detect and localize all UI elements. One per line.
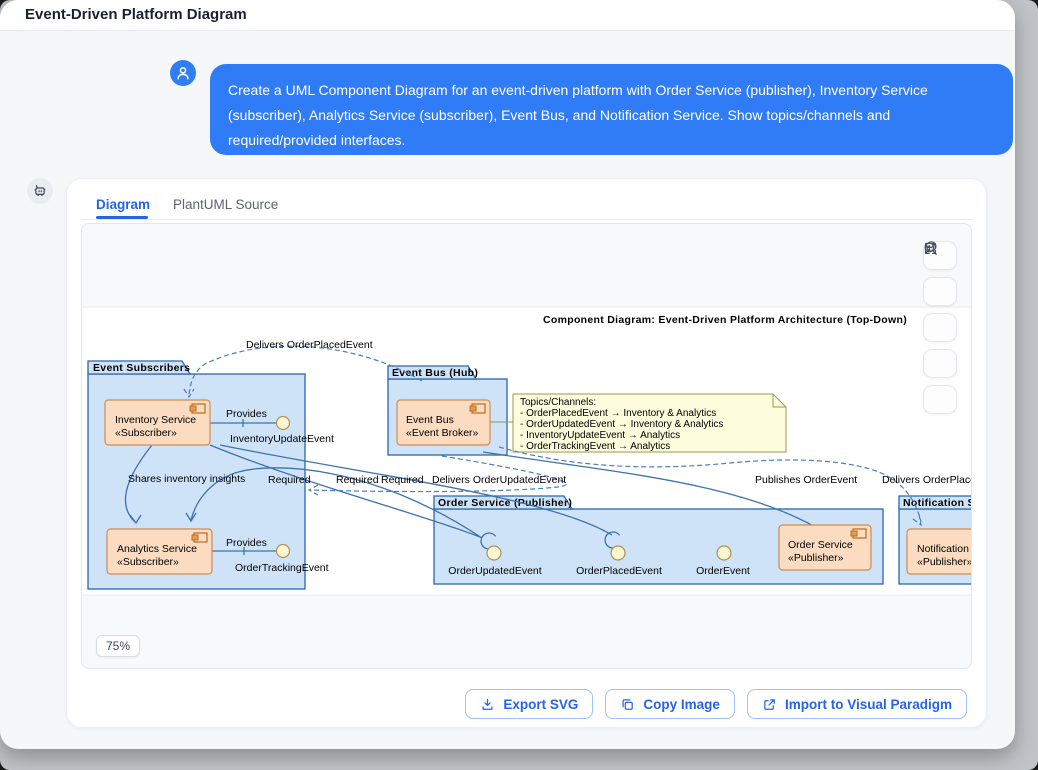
- zoom-in-button[interactable]: [923, 241, 957, 270]
- tab-divider: [81, 219, 972, 220]
- component-name: Analytics Service: [117, 543, 197, 555]
- interface-circle: [486, 545, 502, 561]
- solid-edges: [124, 419, 818, 555]
- edge-label: Delivers OrderUpdatedEvent: [432, 474, 566, 486]
- expand-button[interactable]: [923, 242, 957, 378]
- note-line: - OrderUpdatedEvent → Inventory & Analyt…: [520, 419, 723, 430]
- interface-circle: [716, 545, 732, 561]
- component-stereotype: «Subscriber»: [117, 556, 179, 568]
- component-stereotype: «Subscriber»: [115, 427, 177, 439]
- page-title: Event-Driven Platform Diagram: [25, 6, 247, 23]
- edge-label: Delivers OrderPlaced: [882, 474, 972, 486]
- diagram-title: Component Diagram: Event-Driven Platform…: [543, 314, 907, 326]
- component-name: Event Bus: [406, 414, 454, 426]
- note-line: - InventoryUpdateEvent → Analytics: [520, 430, 680, 441]
- fullscreen-button[interactable]: [923, 242, 957, 414]
- component-stereotype: «Publisher»: [917, 556, 972, 568]
- component-icon: [191, 534, 199, 541]
- arrowhead: [307, 484, 319, 496]
- component-inventory-service: Inventory Service «Subscriber»: [104, 399, 211, 446]
- edge-label: Provides: [226, 537, 267, 549]
- download-icon: [482, 698, 493, 710]
- component-stereotype: «Event Broker»: [406, 427, 479, 439]
- interface-label: OrderEvent: [696, 565, 750, 577]
- edge-label: Publishes OrderEvent: [755, 474, 857, 486]
- component-event-bus: Event Bus «Event Broker»: [396, 399, 491, 446]
- arrowhead: [185, 512, 197, 523]
- component-analytics-service: Analytics Service «Subscriber»: [106, 528, 213, 575]
- message-line: required/provided interfaces.: [228, 132, 406, 148]
- component-notification-service: Notification «Publisher»: [906, 528, 972, 575]
- app-header: Event-Driven Platform Diagram: [0, 0, 1015, 31]
- import-visual-paradigm-button[interactable]: Import to Visual Paradigm: [746, 689, 967, 719]
- copy-icon: [622, 698, 634, 710]
- component-name: Notification: [917, 543, 969, 555]
- edge-labels: Delivers OrderPlacedEvent Provides Provi…: [128, 339, 972, 549]
- bot-avatar: [27, 178, 53, 204]
- note-line: Topics/Channels:: [520, 397, 596, 408]
- component-icon: [189, 405, 197, 412]
- fullscreen-icon: [924, 242, 937, 255]
- package-label: Notification S: [903, 497, 972, 509]
- diagram-canvas[interactable]: Component Diagram: Event-Driven Platform…: [81, 223, 972, 669]
- interface-circle: [275, 415, 291, 431]
- copy-image-label: Copy Image: [643, 696, 720, 712]
- copy-image-button[interactable]: Copy Image: [605, 689, 735, 719]
- arrowhead: [129, 514, 142, 525]
- component-icon: [469, 405, 477, 412]
- note-line: - OrderPlacedEvent → Inventory & Analyti…: [520, 408, 716, 419]
- uml-component-diagram: Component Diagram: Event-Driven Platform…: [82, 306, 972, 596]
- card-footer: Export SVG Copy Image Import to Visual P…: [465, 689, 967, 719]
- export-svg-button[interactable]: Export SVG: [465, 689, 594, 719]
- tab-plantuml-source[interactable]: PlantUML Source: [173, 197, 279, 212]
- reset-rotate-icon: [925, 241, 937, 252]
- topics-note: Topics/Channels: - OrderPlacedEvent → In…: [490, 393, 787, 453]
- zoom-level-badge: 75%: [96, 635, 141, 657]
- edge-label: Shares inventory insights: [128, 473, 245, 485]
- tab-diagram[interactable]: Diagram: [96, 197, 151, 212]
- external-link-icon: [764, 698, 775, 710]
- component-icon: [850, 530, 858, 537]
- interface-circle: [275, 543, 291, 559]
- edge-label: Required: [381, 474, 424, 486]
- component-order-service: Order Service «Publisher»: [778, 524, 872, 571]
- interface-label: OrderTrackingEvent: [235, 562, 329, 574]
- interfaces: InventoryUpdateEvent OrderTrackingEvent …: [230, 415, 750, 577]
- edge-label: Provides: [226, 408, 267, 420]
- edge-label: Delivers OrderPlacedEvent: [246, 339, 373, 351]
- import-visual-paradigm-label: Import to Visual Paradigm: [784, 696, 952, 712]
- interface-label: OrderUpdatedEvent: [448, 565, 541, 577]
- user-avatar: [170, 60, 196, 86]
- component-name: Inventory Service: [115, 414, 196, 426]
- interface-circle: [610, 545, 626, 561]
- canvas-toolbar: [923, 241, 957, 414]
- component-stereotype: «Publisher»: [788, 552, 844, 564]
- edge-label: Required: [268, 474, 311, 486]
- package-label: Event Subscribers: [93, 362, 190, 374]
- arrowhead: [912, 513, 922, 527]
- message-line: Create a UML Component Diagram for an ev…: [228, 82, 928, 98]
- message-line: (subscriber), Analytics Service (subscri…: [228, 107, 891, 123]
- edge-label: Required: [336, 474, 379, 486]
- component-name: Order Service: [788, 539, 853, 551]
- package-label: Event Bus (Hub): [392, 367, 478, 379]
- package-label: Order Service (Publisher): [438, 497, 572, 509]
- active-tab-underline: [96, 216, 148, 219]
- arrowhead: [183, 388, 195, 399]
- app-window: Event-Driven Platform Diagram Create a U…: [0, 0, 1015, 749]
- dashed-edges: [183, 345, 922, 527]
- interface-label: InventoryUpdateEvent: [230, 433, 334, 445]
- zoom-out-button[interactable]: [923, 242, 957, 306]
- interface-label: OrderPlacedEvent: [576, 565, 662, 577]
- robot-icon: [34, 185, 46, 197]
- person-icon: [177, 67, 189, 80]
- note-line: - OrderTrackingEvent → Analytics: [520, 441, 670, 452]
- user-message-bubble: Create a UML Component Diagram for an ev…: [210, 64, 1013, 155]
- reset-view-button[interactable]: [923, 241, 957, 342]
- band-borders: [82, 306, 971, 596]
- diagram-card: Diagram PlantUML Source Component Diagra…: [66, 178, 987, 728]
- export-svg-label: Export SVG: [503, 696, 579, 712]
